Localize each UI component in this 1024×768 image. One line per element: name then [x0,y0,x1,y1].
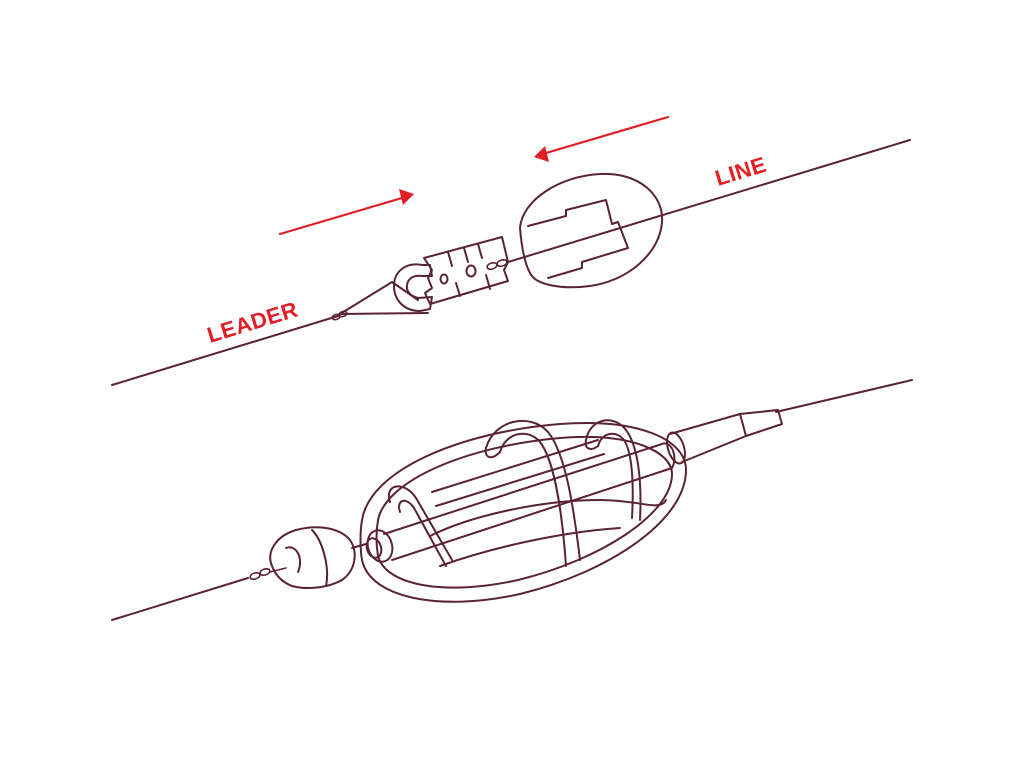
feeder-rib [485,419,581,567]
label-leader: LEADER [204,297,301,348]
feeder-weight-slot [527,199,629,279]
leader-line [111,315,339,386]
feeder-rib [387,485,453,567]
quick-change-connector [423,236,509,305]
push-arrow-right [278,189,414,236]
push-arrow-left [534,115,670,162]
quick-change-connector-assembly [111,139,911,386]
main-line [507,139,911,263]
tail-tube [669,409,783,463]
quick-change-bead [269,526,356,589]
connector-swivel [486,258,508,271]
bottom-main-line [775,379,913,413]
feeder-rib [585,419,642,521]
feeder-frame [359,422,687,603]
method-feeder-assembly [111,379,913,621]
feeder-weight [519,172,664,289]
bottom-swivel [249,567,271,581]
quick-change-hook [393,263,433,312]
bottom-leader-line [111,577,249,621]
feeder-tube [383,442,676,561]
